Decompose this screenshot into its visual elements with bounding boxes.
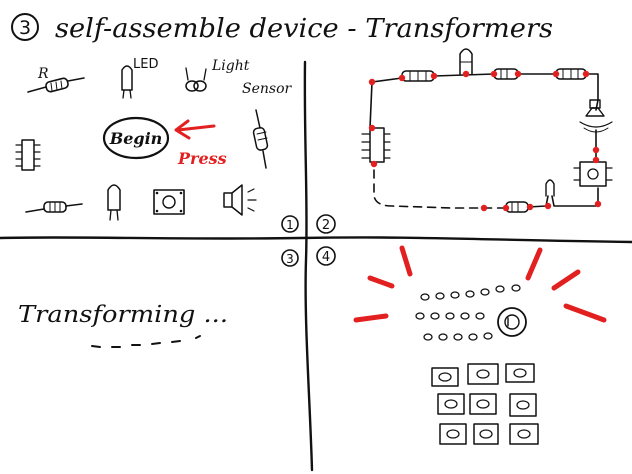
resistor-bottom-icon [25, 201, 83, 213]
quadrant-4-number: 4 [322, 250, 330, 265]
title-number: 3 [19, 17, 31, 39]
quadrant-1: R LED Light Sensor Begin [15, 57, 293, 221]
quadrant-2-number: 2 [322, 218, 330, 233]
button-tile [473, 423, 499, 445]
begin-button[interactable]: Begin [102, 116, 170, 160]
loading-dashes [91, 335, 201, 348]
circuit-resistor-bottom [505, 201, 529, 213]
button-tile [469, 393, 497, 415]
circuit-connection-dots [368, 70, 602, 212]
circuit-bottom-wire-dashed [373, 169, 507, 209]
button-tile [467, 363, 499, 385]
circuit-resistor-2 [493, 68, 519, 80]
quadrant-3: Transforming ... [18, 302, 228, 348]
quadrant-numbers: 1 2 3 4 [281, 214, 336, 267]
circuit-left-wire-top [369, 81, 373, 129]
begin-button-outline [102, 116, 170, 160]
ic-chip-icon [15, 139, 41, 171]
button-tile [505, 363, 535, 383]
circuit-led-bottom [545, 179, 555, 197]
button-tile [509, 393, 537, 417]
quadrant-4 [353, 245, 607, 445]
led-bottom-icon [107, 184, 121, 221]
circuit-speaker [579, 99, 613, 133]
press-arrow-icon [174, 119, 216, 140]
horizontal-divider [0, 236, 632, 244]
title-text: self-assemble device - Transformers [55, 14, 553, 44]
resistor-icon [27, 77, 85, 93]
button-pieces-dots [415, 284, 521, 341]
begin-button-label: Begin [109, 129, 163, 148]
circuit-push-button [573, 161, 613, 187]
assembled-button-icon [497, 307, 527, 337]
circuit-resistor-3 [555, 68, 587, 80]
quadrant-2-circuit [361, 48, 613, 213]
quadrant-3-number: 3 [286, 252, 294, 266]
circuit-resistor-1 [401, 70, 435, 82]
quadrant-1-number: 1 [286, 218, 294, 232]
speaker-icon [223, 184, 257, 216]
transforming-status: Transforming ... [18, 302, 228, 328]
button-tile [509, 423, 539, 445]
light-sensor-label-line2: Sensor [242, 81, 293, 97]
push-button-icon [153, 189, 185, 215]
button-tiles-grid [431, 363, 539, 445]
resistor-diagonal-icon [252, 109, 269, 169]
resistor-label: R [37, 66, 49, 82]
circuit-ic-chip [361, 127, 391, 163]
light-sensor-icon [185, 67, 207, 92]
title-group: 3 self-assemble device - Transformers [11, 13, 553, 44]
circuit-top-wire [371, 73, 599, 101]
burst-lines-icon [353, 245, 607, 323]
button-tile [439, 423, 467, 445]
quadrant-1-circle [281, 215, 299, 233]
circuit-led [459, 48, 473, 75]
quadrant-3-circle [281, 249, 299, 267]
circuit-bottom-wire [527, 187, 599, 208]
button-tile [431, 367, 459, 387]
vertical-divider [303, 60, 314, 472]
quadrant-4-circle [316, 246, 336, 266]
quadrant-2-circle [316, 214, 336, 234]
press-label: Press [177, 149, 227, 168]
title-number-circle [11, 13, 39, 41]
led-icon [121, 65, 133, 99]
button-tile [437, 393, 465, 415]
led-label: LED [133, 57, 158, 72]
light-sensor-label-line1: Light [211, 58, 250, 74]
